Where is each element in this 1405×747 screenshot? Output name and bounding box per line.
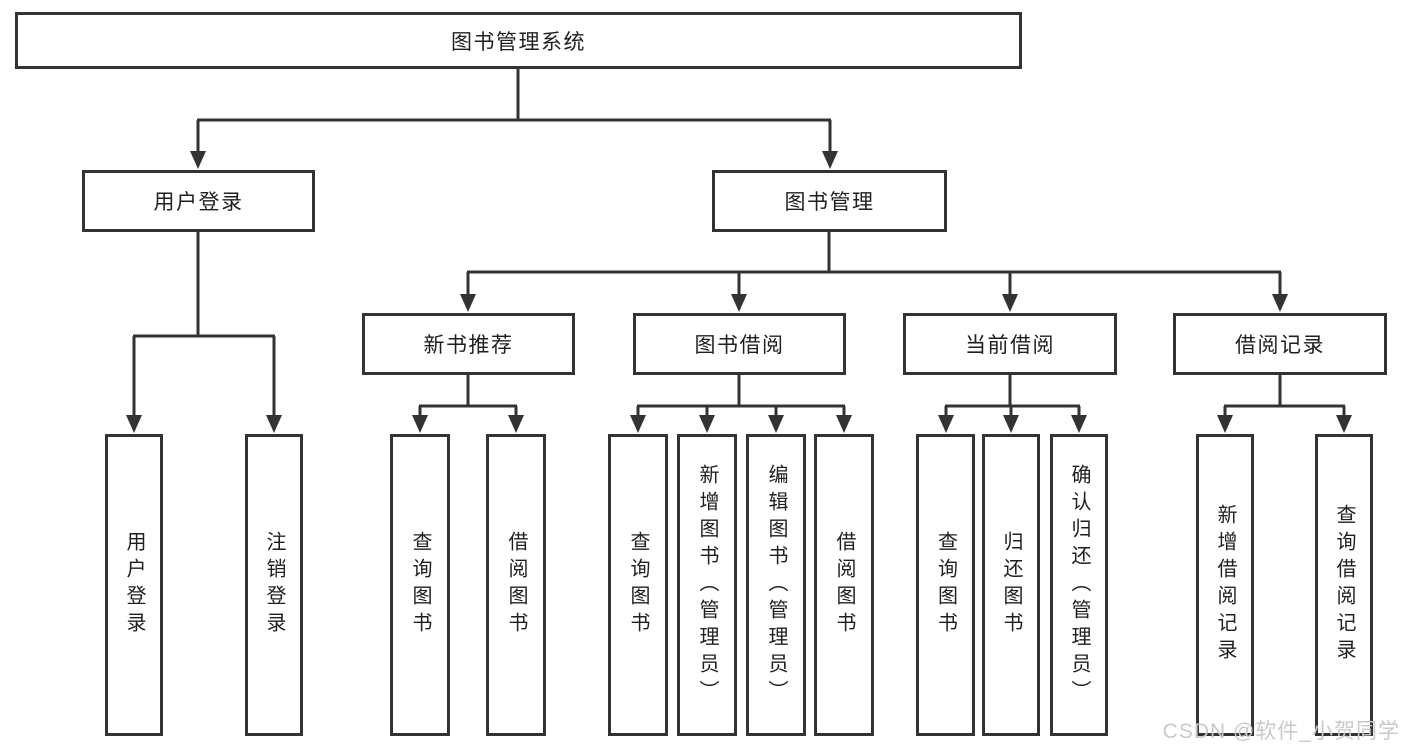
node-query-books-recommend: 查询图书	[390, 434, 450, 736]
node-new-book-recommend: 新书推荐	[362, 313, 575, 375]
node-label: 查询图书	[934, 531, 957, 639]
node-label: 图书管理系统	[451, 30, 586, 54]
node-label: 查询借阅记录	[1333, 504, 1355, 666]
node-label: 借阅图书	[833, 531, 855, 639]
node-edit-book-admin: 编辑图书（管理员）	[746, 434, 806, 736]
node-label: 借阅记录	[1235, 334, 1325, 357]
node-label: 编辑图书（管理员）	[765, 463, 787, 707]
node-label: 图书管理	[784, 191, 875, 214]
tree-edges	[132, 69, 1346, 417]
node-add-book-admin: 新增图书（管理员）	[677, 434, 737, 736]
node-label: 新增借阅记录	[1214, 504, 1236, 666]
node-user-login: 用户登录	[82, 170, 315, 232]
node-label: 图书借阅	[694, 334, 785, 357]
node-borrowing-records: 借阅记录	[1173, 313, 1387, 375]
node-add-borrow-record: 新增借阅记录	[1196, 434, 1254, 736]
node-label: 确认归还（管理员）	[1068, 463, 1090, 707]
node-book-borrowing: 图书借阅	[633, 313, 846, 375]
node-query-books-current: 查询图书	[916, 434, 975, 736]
node-label: 当前借阅	[965, 334, 1055, 357]
node-label: 归还图书	[1000, 531, 1022, 639]
node-borrow-books-leaf: 借阅图书	[814, 434, 874, 736]
node-book-management: 图书管理	[712, 170, 947, 232]
node-label: 注销登录	[263, 531, 285, 639]
node-user-login-leaf: 用户登录	[105, 434, 163, 736]
node-label: 查询图书	[627, 531, 649, 639]
node-query-borrow-record: 查询借阅记录	[1315, 434, 1373, 736]
node-label: 新书推荐	[423, 334, 514, 357]
node-query-books-borrowing: 查询图书	[608, 434, 668, 736]
node-label: 借阅图书	[505, 531, 527, 639]
csdn-watermark: CSDN @软件_小贺同学	[1162, 720, 1400, 743]
node-label: 用户登录	[153, 191, 244, 214]
node-current-borrowing: 当前借阅	[903, 313, 1117, 375]
node-confirm-return-admin: 确认归还（管理员）	[1050, 434, 1108, 736]
node-library-system: 图书管理系统	[15, 12, 1022, 69]
node-label: 用户登录	[123, 531, 145, 639]
node-label: 新增图书（管理员）	[696, 463, 718, 707]
node-return-books: 归还图书	[982, 434, 1040, 736]
node-label: 查询图书	[409, 531, 431, 639]
node-borrow-books-recommend: 借阅图书	[486, 434, 546, 736]
node-logout: 注销登录	[245, 434, 303, 736]
